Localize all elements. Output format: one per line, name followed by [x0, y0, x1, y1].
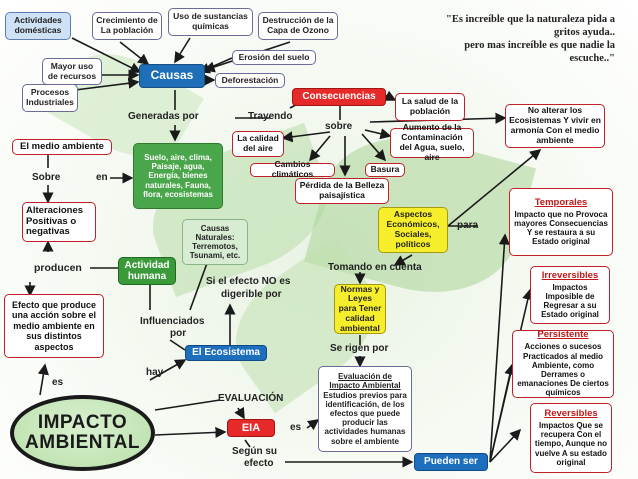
label-influenciados-2: por	[170, 328, 187, 339]
label-producen: producen	[34, 262, 82, 274]
label-segun-1: Según su	[232, 446, 278, 457]
node-erosion-suelo: Erosión del suelo	[232, 50, 316, 65]
type-reversibles-body: Impactos Que se recupera Con el tiempo, …	[534, 420, 608, 467]
type-temporales-body: Impacto que no Provoca mayores Consecuen…	[514, 209, 608, 247]
title-line-2: AMBIENTAL	[25, 432, 140, 453]
label-si-efecto-2: digerible por	[221, 289, 282, 300]
node-actividades-domesticas: Actividades domésticas	[5, 12, 71, 40]
type-irreversibles: Irreversibles Impactos Imposible de Regr…	[530, 266, 610, 324]
node-actividad-humana: Actividad humana	[118, 257, 176, 285]
node-suelo-aire-clima: Suelo, aire, clima, Paisaje, agua, Energ…	[133, 143, 223, 209]
title-line-1: IMPACTO	[37, 412, 128, 434]
type-persistente-body: Acciones o sucesos Practicados al medio …	[517, 342, 609, 398]
quote-line-1: "Es increíble que la naturaleza pida a	[446, 14, 615, 25]
node-calidad-aire: La calidad del aire	[232, 131, 284, 157]
node-destruccion-ozono: Destrucción de la Capa de Ozono	[258, 12, 338, 40]
node-aspectos-economicos: Aspectos Económicos, Sociales, políticos	[378, 207, 448, 253]
quote-line-4: escuche.."	[569, 53, 616, 65]
node-no-alterar-ecosistemas: No alterar los Ecosistemas Y vivir en ar…	[505, 104, 605, 148]
evaluacion-title: Evaluación de Impacto Ambiental	[329, 372, 401, 391]
label-para: para	[457, 220, 479, 231]
impacto-ambiental-title: IMPACTO AMBIENTAL	[10, 395, 155, 471]
node-el-ecosistema: El Ecosistema	[185, 345, 267, 361]
type-temporales: Temporales Impacto que no Provoca mayore…	[509, 188, 613, 256]
evaluacion-body: Estudios previos para identificación, de…	[323, 390, 407, 446]
node-causas: Causas	[139, 64, 205, 88]
label-trayendo: Trayendo	[248, 111, 293, 122]
type-reversibles-title: Reversibles	[544, 408, 598, 420]
label-evaluacion: EVALUACIÓN	[218, 393, 284, 404]
node-evaluacion-impacto: Evaluación de Impacto Ambiental Estudios…	[318, 366, 412, 452]
node-pueden-ser: Pueden ser	[414, 453, 488, 471]
label-sobre-left: Sobre	[32, 172, 61, 183]
node-alteraciones: Alteraciones Positivas o negativas	[22, 202, 96, 242]
node-perdida-belleza: Pérdida de la Belleza paisajística	[295, 178, 389, 204]
type-temporales-title: Temporales	[534, 196, 588, 208]
node-salud-poblacion: La salud de la población	[395, 93, 465, 121]
node-efecto-produce: Efecto que produce una acción sobre el m…	[4, 294, 104, 358]
label-hay: hay	[146, 367, 164, 378]
node-mayor-uso-recursos: Mayor uso de recursos	[42, 58, 102, 85]
node-crecimiento-poblacion: Crecimiento de La población	[92, 12, 162, 40]
type-reversibles: Reversibles Impactos Que se recupera Con…	[530, 403, 612, 473]
label-tomando-en-cuenta: Tomando en cuenta	[328, 262, 422, 273]
label-en: en	[96, 172, 108, 183]
label-generadas-por: Generadas por	[128, 111, 199, 122]
node-eia: EIA	[227, 419, 275, 437]
node-medio-ambiente: El medio ambiente	[12, 139, 112, 155]
node-basura: Basura	[365, 163, 405, 177]
node-uso-sustancias: Uso de sustancias químicas	[168, 8, 253, 36]
type-persistente-title: Persistente	[537, 329, 589, 341]
label-si-efecto-1: Si el efecto NO es	[206, 276, 291, 287]
node-normas-leyes: Normas y Leyes para Tener calidad ambien…	[334, 284, 386, 334]
label-es-left: es	[52, 377, 64, 388]
quote-line-3: pero mas increíble es que nadie la	[464, 40, 615, 52]
quote-text: "Es increíble que la naturaleza pida a g…	[400, 13, 615, 66]
node-aumento-contaminacion: Aumento de la Contaminación del Agua, su…	[390, 123, 474, 162]
label-se-rigen-por: Se rigen por	[330, 343, 389, 354]
label-sobre-right: sobre	[325, 121, 353, 132]
type-persistente: Persistente Acciones o sucesos Practicad…	[512, 330, 614, 398]
label-es-right: es	[290, 422, 302, 433]
node-deforestacion: Deforestación	[215, 73, 285, 88]
node-procesos-industriales: Procesos Industriales	[22, 84, 78, 112]
node-causas-naturales: Causas Naturales: Terremotos, Tsunami, e…	[182, 219, 248, 265]
type-irreversibles-body: Impactos Imposible de Regresar a su Esta…	[541, 282, 599, 320]
node-cambios-climaticos: Cambios climáticos	[250, 159, 335, 179]
quote-line-2: gritos ayuda..	[554, 27, 615, 39]
label-influenciados-1: Influenciados	[140, 316, 205, 327]
node-consecuencias: Consecuencias	[292, 88, 386, 106]
label-segun-2: efecto	[244, 458, 274, 469]
type-irreversibles-title: Irreversibles	[541, 269, 599, 281]
